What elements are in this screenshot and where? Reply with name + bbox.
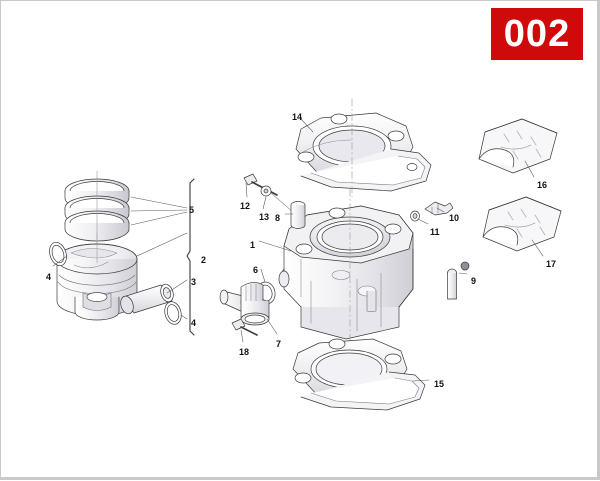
leader-lines <box>52 118 544 382</box>
callout-head-gasket: 14 <box>292 112 303 122</box>
callout-washer: 13 <box>259 212 270 222</box>
callout-piston-ring-set: 5 <box>189 205 195 215</box>
callout-base-gasket: 15 <box>434 379 445 389</box>
stud-9-graphic <box>447 261 470 300</box>
base-gasket-graphic <box>292 338 426 411</box>
bolt-18-graphic <box>231 318 258 336</box>
callout-shim-plate-lower: 17 <box>546 259 557 269</box>
callout-dowel-pin: 8 <box>275 213 281 223</box>
callout-piston-pin-circlip: 4 <box>46 272 52 282</box>
callout-flange-bolt: 18 <box>239 347 250 357</box>
cylinder-block-graphic <box>278 188 414 350</box>
callout-piston-assembly-group: 2 <box>201 255 207 265</box>
callout-sensor-plug: 10 <box>449 213 460 223</box>
shim-plate-17-graphic <box>482 196 562 252</box>
washer-11-graphic <box>410 210 420 222</box>
dowel-pin-8-graphic <box>290 201 306 229</box>
page-number-badge: 002 <box>491 8 583 60</box>
water-union-7-graphic <box>219 282 270 326</box>
circlip-left-graphic <box>49 241 67 267</box>
group-bracket-2 <box>186 178 195 336</box>
callout-sealing-washer: 11 <box>430 227 440 237</box>
callout-shim-plate-upper: 16 <box>537 180 548 190</box>
callout-stud-bolt: 9 <box>471 276 477 286</box>
callout-piston-pin: 3 <box>191 277 197 287</box>
callout-o-ring: 6 <box>253 265 259 275</box>
callout-water-union: 7 <box>276 339 282 349</box>
callout-piston-pin-circlip: 4 <box>191 318 197 328</box>
callout-bolt: 12 <box>240 201 251 211</box>
piston-ring-set-graphic <box>64 170 130 247</box>
head-gasket-graphic <box>295 98 432 198</box>
shim-plate-16-graphic <box>478 118 558 174</box>
callout-cylinder-block: 1 <box>250 240 256 250</box>
sensor-10-graphic <box>424 201 454 216</box>
bolt-12-graphic <box>243 173 278 196</box>
piston-graphic <box>56 232 138 321</box>
circlip-right-graphic <box>164 301 182 325</box>
